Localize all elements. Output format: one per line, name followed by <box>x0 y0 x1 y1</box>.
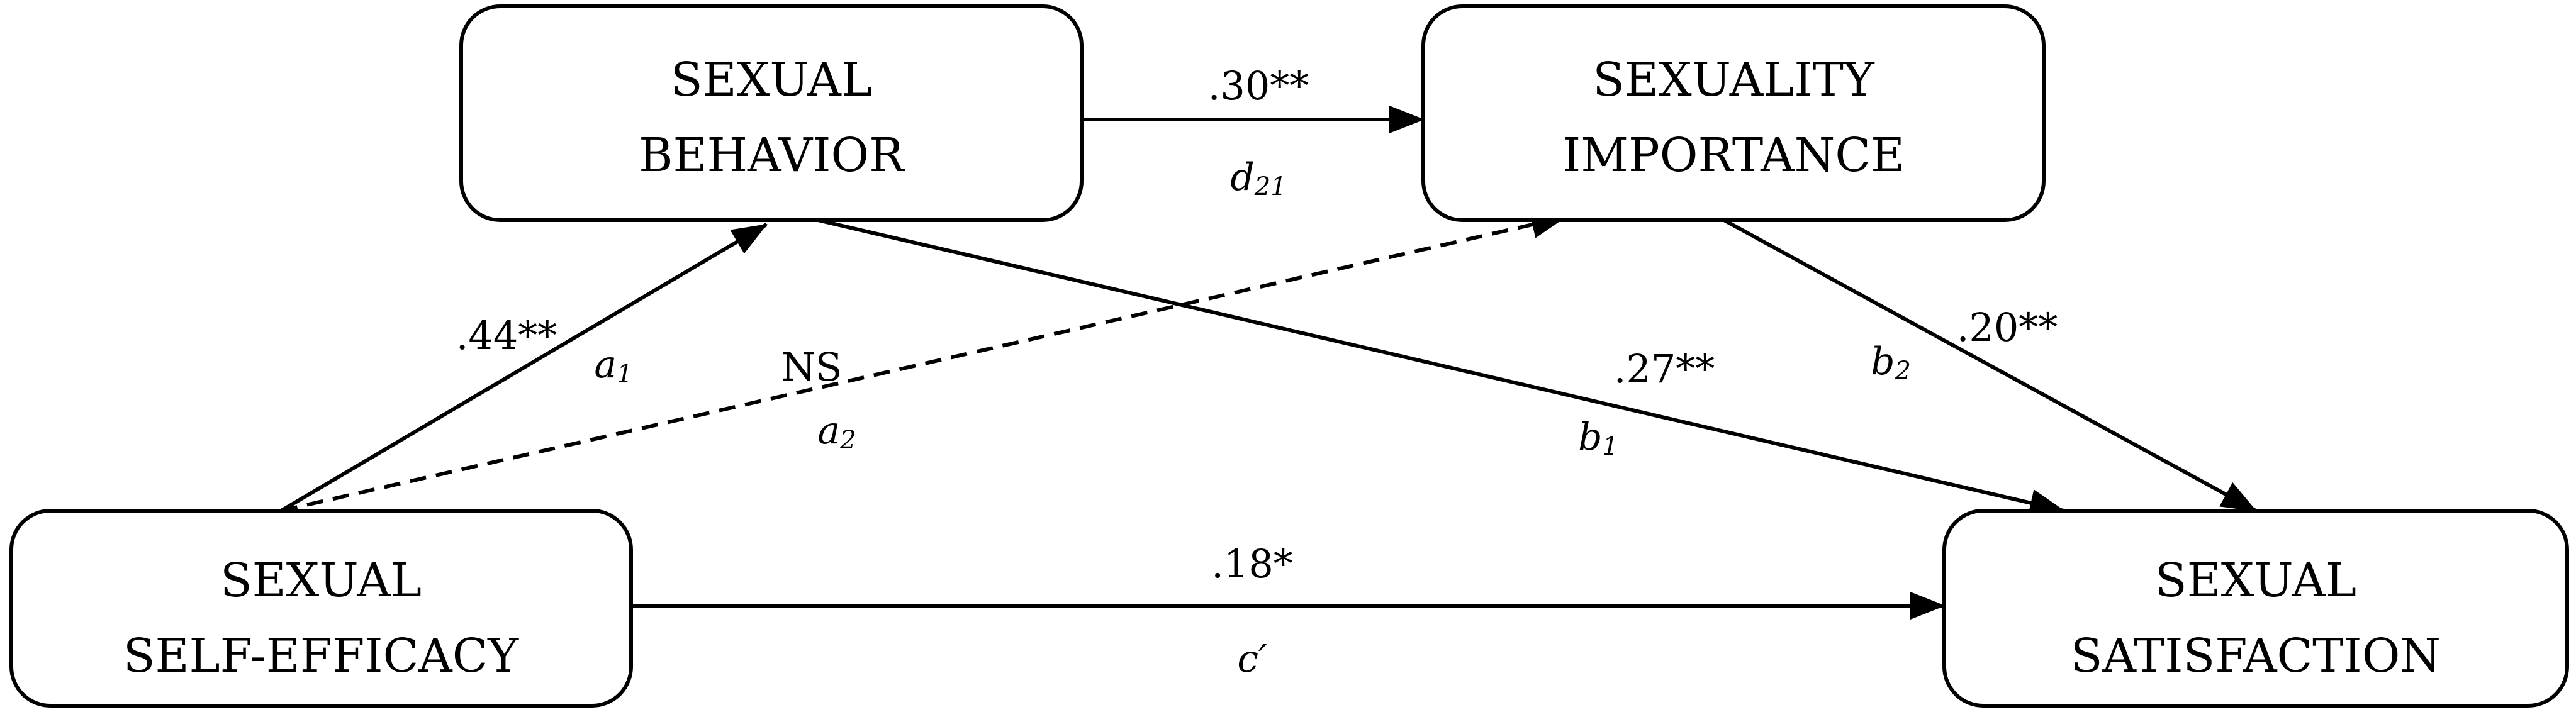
coef-b1: .27** <box>1614 346 1715 392</box>
label-d21-sub: 21 <box>1254 172 1287 201</box>
node-sexual-self-efficacy: SEXUAL SELF-EFFICACY <box>9 509 633 708</box>
node-sexual-behavior: SEXUAL BEHAVIOR <box>459 4 1084 222</box>
label-b1: b1 <box>1578 415 1618 461</box>
node-behavior-line1: SEXUAL <box>671 53 872 107</box>
label-a1-sub: 1 <box>617 360 632 389</box>
label-b2: b2 <box>1871 340 1911 386</box>
node-satisfaction-line2: SATISFACTION <box>2071 629 2441 683</box>
node-importance-line1: SEXUALITY <box>1593 53 1875 107</box>
coef-d21: .30** <box>1208 63 1309 109</box>
arrow-a2 <box>281 211 1567 513</box>
node-self-efficacy-line2: SELF-EFFICACY <box>123 629 519 683</box>
node-sexuality-importance: SEXUALITY IMPORTANCE <box>1421 4 2046 222</box>
node-satisfaction-line1: SEXUAL <box>2155 553 2356 608</box>
coef-b2: .20** <box>1957 304 2058 350</box>
label-b2-main: b <box>1871 340 1895 384</box>
label-b1-main: b <box>1578 415 1602 459</box>
label-a1-main: a <box>594 343 617 387</box>
label-a1: a1 <box>594 343 632 389</box>
node-sexual-satisfaction: SEXUAL SATISFACTION <box>1942 509 2569 708</box>
label-b2-sub: 2 <box>1894 357 1910 386</box>
arrow-b1 <box>817 218 2065 517</box>
node-behavior-line2: BEHAVIOR <box>639 128 905 182</box>
label-a2-sub: 2 <box>839 426 856 455</box>
coef-a2: NS <box>781 344 843 390</box>
node-self-efficacy-line1: SEXUAL <box>220 553 422 608</box>
coef-a1: .44** <box>456 313 557 358</box>
label-a2: a2 <box>817 409 856 455</box>
coef-c-prime: .18* <box>1211 541 1293 587</box>
node-importance-line2: IMPORTANCE <box>1562 128 1905 182</box>
label-d21-main: d <box>1230 155 1254 199</box>
arrow-a1 <box>280 223 768 513</box>
arrow-b2 <box>1723 218 2257 513</box>
label-c-prime: c′ <box>1237 637 1267 681</box>
label-d21: d21 <box>1230 155 1286 201</box>
label-a2-main: a <box>817 409 840 453</box>
label-b1-sub: 1 <box>1602 432 1618 461</box>
